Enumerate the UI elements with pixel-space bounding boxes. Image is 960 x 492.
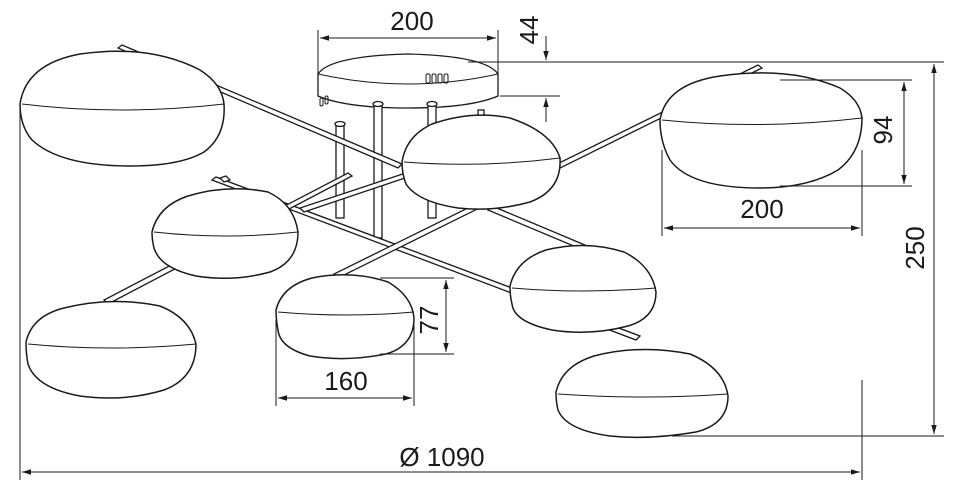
total-height-label: 250 [900, 226, 930, 269]
shade-bottom-right [555, 348, 729, 439]
large-shade-height-label: 94 [868, 116, 898, 145]
overall-diameter-label: Ø 1090 [399, 442, 484, 472]
canopy-vent-slots [319, 73, 449, 107]
shade-bottom-center [275, 274, 415, 360]
shade-mid-right [509, 244, 657, 333]
shade-bottom-left [25, 300, 197, 399]
shade-top-right [659, 72, 863, 189]
lamp-body [19, 44, 863, 439]
small-shade-width-label: 160 [324, 366, 367, 396]
small-shade-height-label: 77 [414, 306, 444, 335]
shade-center [401, 114, 561, 210]
shade-mid-left [151, 188, 299, 279]
canopy-height-label: 44 [514, 16, 544, 45]
dimension-labels: 200 44 94 200 250 77 160 Ø 1090 [324, 6, 930, 472]
large-shade-width-label: 200 [740, 194, 783, 224]
lamp-shades [19, 50, 863, 439]
canopy-width-label: 200 [390, 6, 433, 36]
dimension-lines [19, 30, 944, 480]
shade-top-left [19, 50, 225, 167]
